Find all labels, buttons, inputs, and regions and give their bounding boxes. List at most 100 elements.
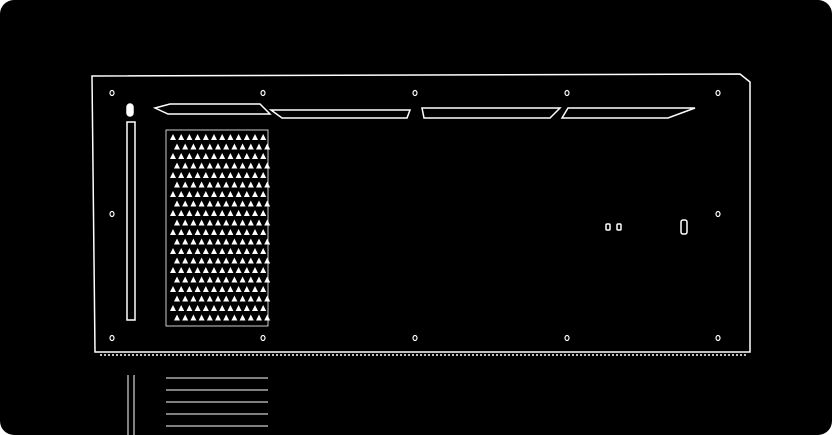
vent-hole bbox=[182, 143, 189, 150]
vent-hole bbox=[264, 143, 271, 150]
vent-hole bbox=[231, 276, 238, 283]
vent-hole bbox=[231, 295, 238, 302]
vent-hole bbox=[256, 314, 262, 321]
vent-hole bbox=[219, 191, 226, 197]
vent-hole bbox=[223, 162, 230, 169]
vent-hole bbox=[247, 295, 254, 302]
vent-hole bbox=[186, 191, 193, 197]
vent-hole bbox=[174, 143, 180, 150]
vent-hole bbox=[186, 248, 193, 254]
vent-hole bbox=[198, 200, 205, 207]
vent-hole bbox=[215, 314, 221, 321]
vent-hole bbox=[252, 134, 258, 140]
vent-hole bbox=[190, 257, 197, 264]
vent-hole bbox=[202, 210, 209, 216]
vent-hole bbox=[235, 191, 242, 197]
vent-hole bbox=[227, 210, 234, 216]
vent-hole bbox=[223, 238, 230, 245]
vent-hole bbox=[194, 248, 201, 254]
vent-hole bbox=[219, 229, 226, 235]
slot-1 bbox=[152, 103, 272, 115]
screw-hole bbox=[109, 334, 115, 342]
vent-hole bbox=[170, 191, 176, 197]
vent-hole bbox=[235, 134, 242, 140]
vent-hole bbox=[206, 238, 213, 245]
vent-hole bbox=[215, 219, 221, 226]
vent-hole bbox=[190, 314, 197, 321]
vent-hole bbox=[256, 238, 262, 245]
vent-hole bbox=[252, 305, 258, 311]
vent-hole bbox=[198, 276, 205, 283]
vent-hole bbox=[247, 200, 254, 207]
vent-hole bbox=[194, 172, 201, 178]
vent-hole bbox=[174, 314, 180, 321]
vent-hole bbox=[194, 229, 201, 235]
screw-hole bbox=[109, 89, 115, 97]
vent-hole bbox=[198, 162, 205, 169]
vent-hole bbox=[243, 286, 250, 292]
vent-hole bbox=[239, 181, 246, 188]
vent-hole bbox=[243, 267, 250, 273]
vent-hole bbox=[239, 200, 246, 207]
side-rail-knob bbox=[126, 103, 134, 117]
vent-hole bbox=[260, 134, 267, 140]
vent-hole bbox=[239, 238, 246, 245]
vent-hole bbox=[198, 143, 205, 150]
vent-hole bbox=[239, 257, 246, 264]
vent-hole bbox=[198, 295, 205, 302]
vent-hole bbox=[256, 200, 262, 207]
vent-hole bbox=[223, 257, 230, 264]
vent-hole bbox=[174, 238, 180, 245]
vent-hole bbox=[264, 276, 271, 283]
vent-hole bbox=[202, 191, 209, 197]
vent-hole bbox=[264, 181, 271, 188]
panel-outline bbox=[91, 73, 751, 353]
vent-hole bbox=[215, 276, 221, 283]
vent-hole bbox=[202, 267, 209, 273]
vent-hole bbox=[190, 238, 197, 245]
vent-hole bbox=[252, 267, 258, 273]
vent-hole bbox=[223, 219, 230, 226]
slot-2 bbox=[268, 109, 412, 119]
vent-hole bbox=[227, 286, 234, 292]
side-rail bbox=[126, 121, 136, 321]
vent-hole bbox=[239, 162, 246, 169]
vent-hole bbox=[260, 305, 267, 311]
screw-hole bbox=[715, 334, 721, 342]
vent-hole bbox=[260, 267, 267, 273]
vent-hole bbox=[211, 305, 217, 311]
led-2 bbox=[616, 223, 622, 231]
vent-hole bbox=[239, 314, 246, 321]
vent-hole bbox=[264, 219, 271, 226]
vent-hole bbox=[247, 162, 254, 169]
vent-hole bbox=[206, 295, 213, 302]
vent-hole bbox=[264, 162, 271, 169]
vent-hole bbox=[198, 181, 205, 188]
vent-hole bbox=[252, 153, 258, 159]
vent-hole bbox=[198, 219, 205, 226]
vent-hole bbox=[190, 276, 197, 283]
vent-hole bbox=[182, 257, 189, 264]
vent-hole bbox=[215, 200, 221, 207]
vent-hole bbox=[235, 153, 242, 159]
vent-hole bbox=[206, 162, 213, 169]
vent-hole bbox=[190, 181, 197, 188]
vent-hole bbox=[239, 219, 246, 226]
vent-hole bbox=[264, 200, 271, 207]
vent-hole bbox=[243, 305, 250, 311]
vent-hole bbox=[223, 143, 230, 150]
vent-hole bbox=[202, 153, 209, 159]
vent-hole bbox=[211, 191, 217, 197]
vent-hole bbox=[215, 143, 221, 150]
vent-hole bbox=[235, 286, 242, 292]
vent-hole bbox=[235, 210, 242, 216]
vent-hole bbox=[178, 191, 185, 197]
vent-hole bbox=[252, 191, 258, 197]
vent-hole bbox=[182, 162, 189, 169]
vent-hole bbox=[227, 134, 234, 140]
vent-hole bbox=[206, 276, 213, 283]
screw-hole bbox=[564, 89, 570, 97]
vent-hole bbox=[190, 162, 197, 169]
vent-hole bbox=[219, 134, 226, 140]
vent-hole bbox=[198, 238, 205, 245]
